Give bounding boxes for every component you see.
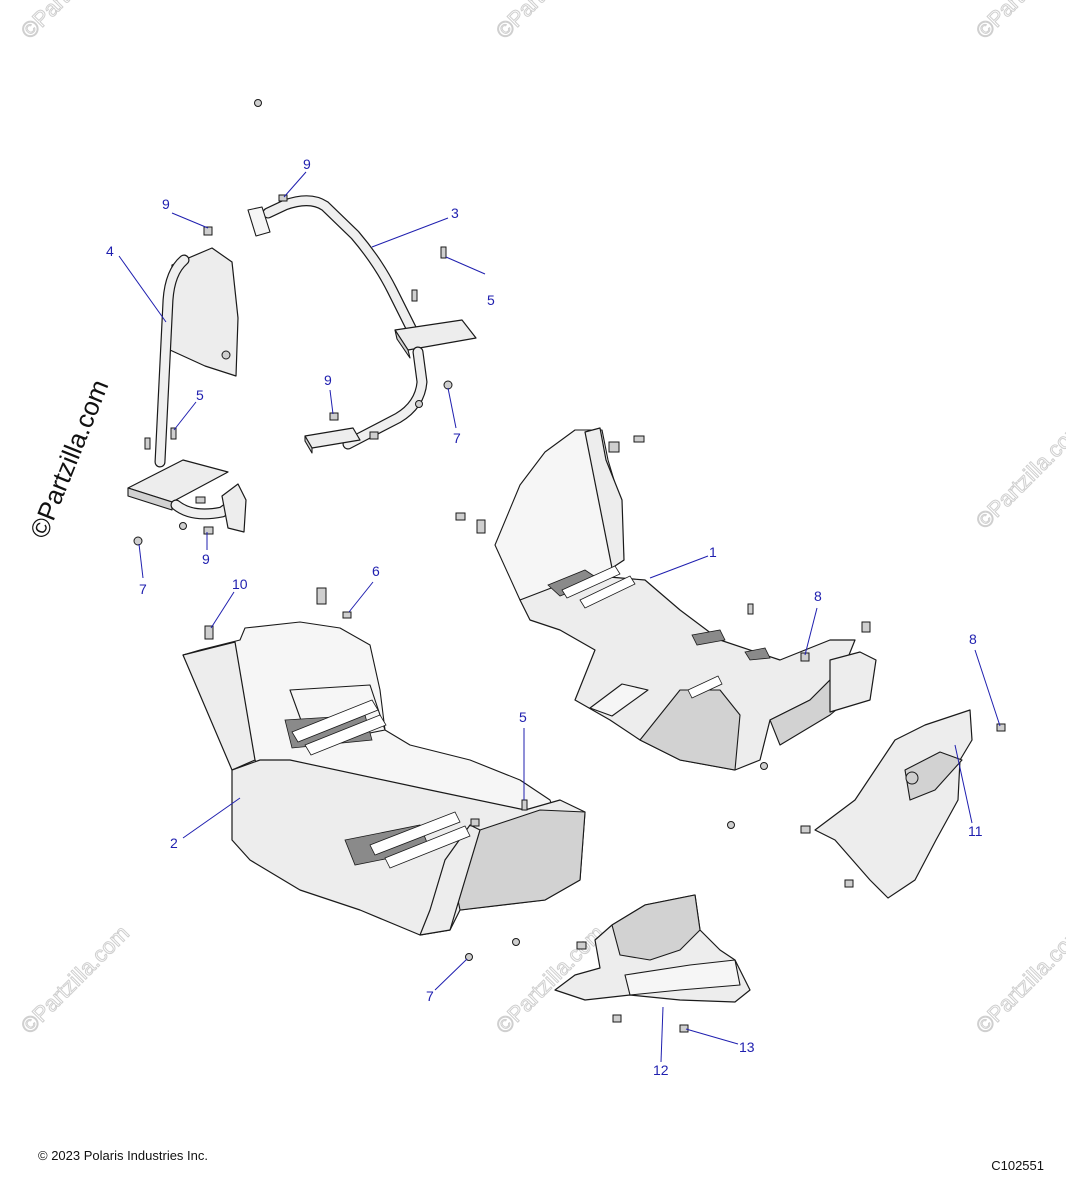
callout-1: 1 xyxy=(709,544,717,560)
screw-icon xyxy=(170,427,177,440)
screw-icon xyxy=(747,603,754,615)
copyright-notice: © 2023 Polaris Industries Inc. xyxy=(38,1148,208,1163)
watermark-faint: ©Partzilla.com xyxy=(971,415,1066,533)
push-rivet-icon xyxy=(329,412,339,421)
callout-11: 11 xyxy=(968,823,983,839)
clip-icon xyxy=(476,519,486,534)
callout-4: 4 xyxy=(106,243,114,259)
callout-7: 7 xyxy=(453,430,461,446)
push-rivet-icon xyxy=(576,941,587,950)
push-rivet-icon xyxy=(278,194,288,202)
callout-9: 9 xyxy=(202,551,210,567)
watermark-faint: ©Partzilla.com xyxy=(491,0,609,44)
watermark-faint: ©Partzilla.com xyxy=(971,0,1066,44)
push-rivet-icon xyxy=(455,512,466,521)
push-rivet-icon xyxy=(203,526,214,535)
callout-9: 9 xyxy=(162,196,170,212)
clip-icon xyxy=(204,625,214,640)
callout-6: 6 xyxy=(372,563,380,579)
nut-icon xyxy=(512,938,520,946)
callout-5: 5 xyxy=(487,292,495,308)
nut-icon xyxy=(179,522,187,530)
clip-icon xyxy=(316,587,327,605)
screw-icon xyxy=(195,496,206,504)
callout-7: 7 xyxy=(426,988,434,1004)
screw-icon xyxy=(144,437,151,450)
footwell-front xyxy=(182,621,586,936)
footwell-rear xyxy=(494,427,877,771)
hardware xyxy=(133,99,1006,1033)
screw-icon xyxy=(633,435,645,443)
callout-8: 8 xyxy=(814,588,822,604)
clip-icon xyxy=(861,621,871,633)
nut-icon xyxy=(133,536,143,546)
push-rivet-icon xyxy=(470,818,480,827)
callout-13: 13 xyxy=(739,1039,755,1055)
drawing-code: C102551 xyxy=(991,1158,1044,1173)
splash-guard-right xyxy=(814,709,973,899)
leader-lines xyxy=(118,171,1001,1063)
nut-icon xyxy=(760,762,768,770)
nut-icon xyxy=(727,821,735,829)
watermark-faint: ©Partzilla.com xyxy=(16,920,134,1038)
grab-handle-right xyxy=(247,195,477,454)
callout-12: 12 xyxy=(653,1062,669,1078)
screw-icon xyxy=(369,431,379,440)
callout-10: 10 xyxy=(232,576,248,592)
push-rivet-icon xyxy=(203,226,213,236)
callout-5: 5 xyxy=(519,709,527,725)
push-rivet-icon xyxy=(800,825,811,834)
nut-icon xyxy=(465,953,473,961)
push-rivet-icon xyxy=(612,1014,622,1023)
screw-icon xyxy=(521,799,528,811)
push-rivet-icon xyxy=(679,1024,689,1033)
grab-handle-left xyxy=(127,247,247,533)
screw-icon xyxy=(440,246,447,259)
nut-icon xyxy=(443,380,453,390)
push-rivet-icon xyxy=(844,879,854,888)
screw-icon xyxy=(411,289,418,302)
callout-3: 3 xyxy=(451,205,459,221)
push-rivet-icon xyxy=(996,723,1006,732)
watermark-faint: ©Partzilla.com xyxy=(971,920,1066,1038)
nut-icon xyxy=(254,99,262,107)
splash-guard-center xyxy=(554,894,751,1003)
clip-icon xyxy=(608,441,620,453)
watermark-main: ©Partzilla.com xyxy=(24,375,115,542)
push-rivet-icon xyxy=(342,611,352,619)
callouts: 1 2 3 4 5 5 5 6 7 7 7 8 8 9 9 9 9 10 11 … xyxy=(106,156,983,1078)
callout-9: 9 xyxy=(303,156,311,172)
nut-icon xyxy=(415,400,423,408)
callout-7: 7 xyxy=(139,581,147,597)
watermark-faint: ©Partzilla.com xyxy=(16,0,134,44)
callout-9: 9 xyxy=(324,372,332,388)
callout-5: 5 xyxy=(196,387,204,403)
callout-8: 8 xyxy=(969,631,977,647)
callout-2: 2 xyxy=(170,835,178,851)
